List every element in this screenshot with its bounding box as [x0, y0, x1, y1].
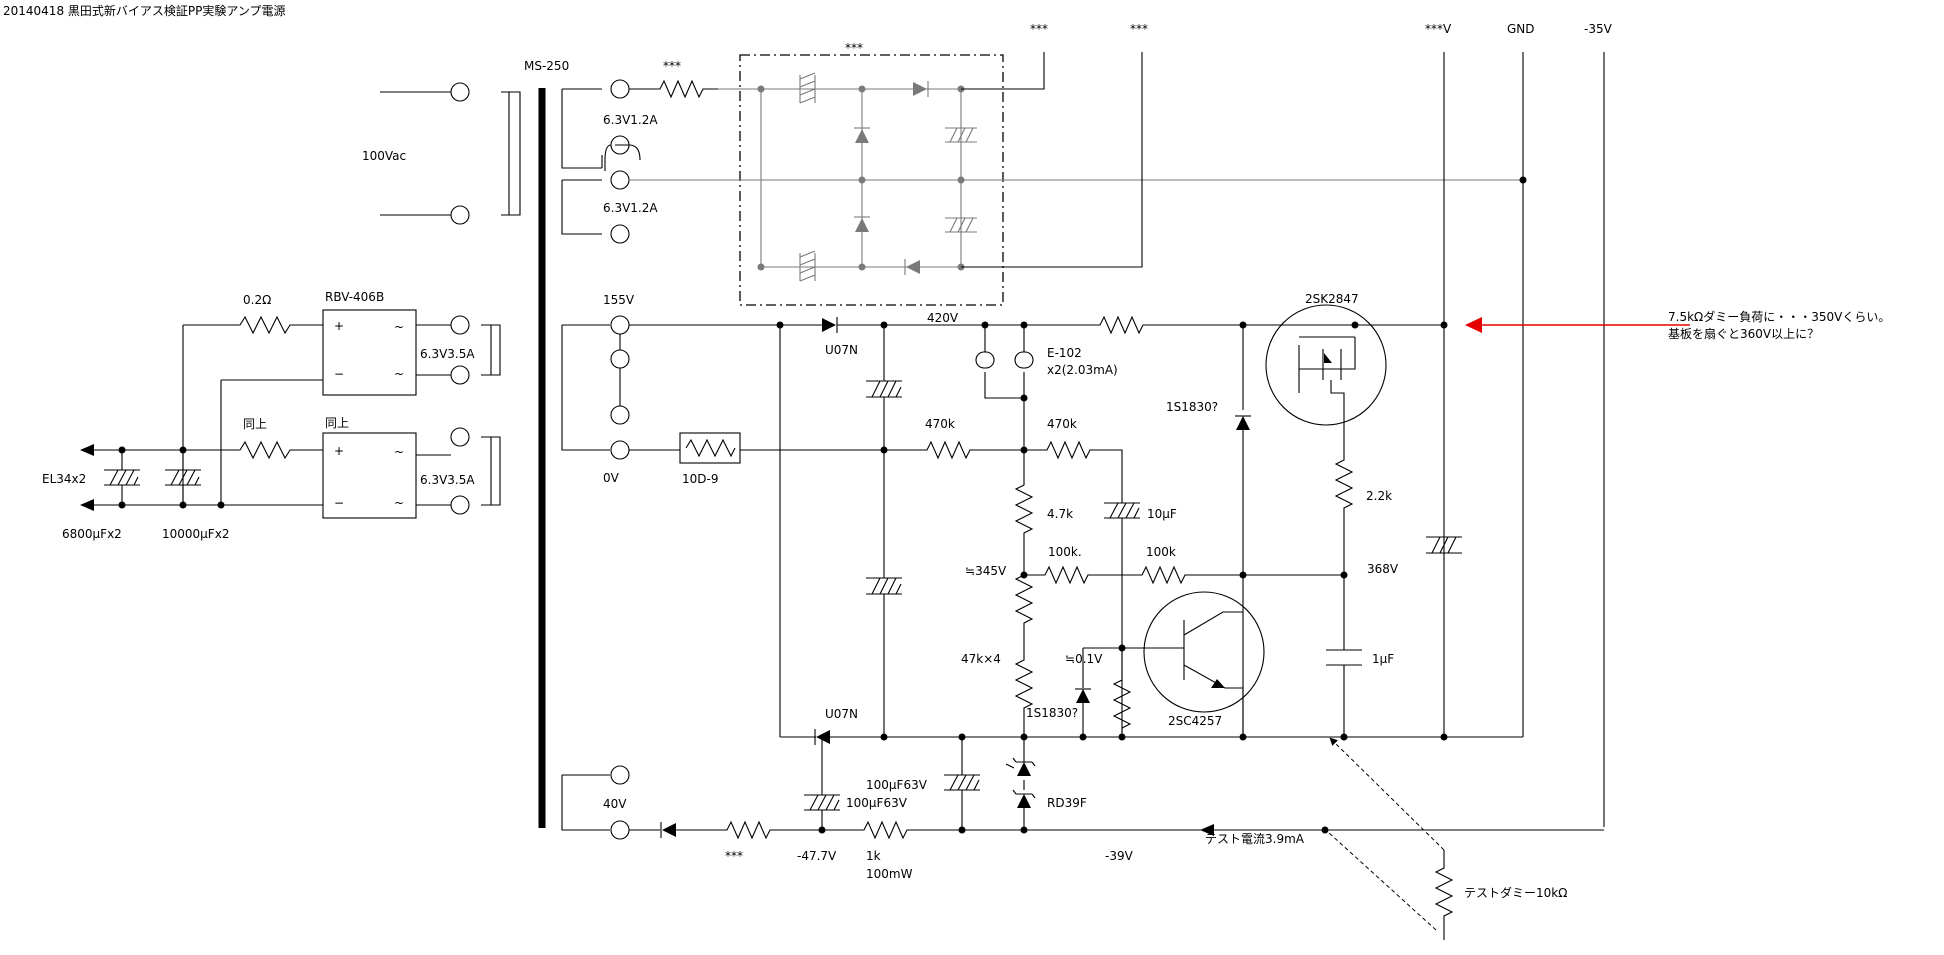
heater3-label: 6.3V3.5A — [420, 347, 475, 361]
v39-label: -39V — [1105, 849, 1134, 863]
heater4-label: 6.3V3.5A — [420, 473, 475, 487]
u07n-top-label: U07N — [825, 343, 858, 357]
svg-text:~: ~ — [394, 496, 404, 510]
svg-text:~: ~ — [394, 320, 404, 334]
c1u-label: 1μF — [1372, 652, 1394, 666]
same-r-label: 同上 — [243, 417, 267, 431]
bridge-rectifier: *** *** — [629, 41, 1523, 306]
rail-top2-label: *** — [1130, 22, 1148, 36]
e102-label: E-102 — [1047, 346, 1082, 360]
d1s1830b-label: 1S1830? — [1026, 706, 1078, 720]
capacitor-6800 — [104, 450, 140, 505]
c10u-label: 10μF — [1147, 507, 1177, 521]
q1-label: 2SK2847 — [1305, 292, 1359, 306]
r470a-label: 470k — [925, 417, 955, 431]
r4k7-label: 4.7k — [1047, 507, 1073, 521]
test-i-label: テスト電流3.9mA — [1205, 832, 1305, 846]
rd39f-label: RD39F — [1047, 796, 1087, 810]
r1k-w-label: 100mW — [866, 867, 913, 881]
transformer-label: MS-250 — [524, 59, 569, 73]
r470b-label: 470k — [1047, 417, 1077, 431]
v01-label: ≒0.1V — [1065, 652, 1103, 666]
el34-label: EL34x2 — [42, 472, 86, 486]
th10d9-label: 10D-9 — [682, 472, 718, 486]
bias-tap-label: 40V — [603, 797, 627, 811]
c100a-label: 100μF63V — [866, 778, 928, 792]
rbv-label: RBV-406B — [325, 290, 384, 304]
e102-mult-label: x2(2.03mA) — [1047, 363, 1118, 377]
svg-text:~: ~ — [394, 445, 404, 459]
c100b-label: 100μF63V — [846, 796, 908, 810]
heater1-label: 6.3V1.2A — [603, 113, 658, 127]
rail-top1-label: *** — [1030, 22, 1048, 36]
same-bridge-label: 同上 — [325, 416, 349, 430]
svg-text:−: − — [334, 367, 344, 381]
heater-supply: RBV-406B 同上 + − ~ ~ + − ~ ~ 0.2Ω 同上 EL34x2 6… — [42, 290, 451, 541]
b-tap-label: 155V — [603, 293, 635, 307]
b-plus-regulator: 420V U07N E-102 x2(2.03mA) 10D-9 470k 47… — [629, 292, 1523, 745]
r-top-label: *** — [663, 59, 681, 73]
r22k-label: 2.2k — [1366, 489, 1392, 503]
d1s1830a-label: 1S1830? — [1166, 400, 1218, 414]
heater2-label: 6.3V1.2A — [603, 201, 658, 215]
capacitor-10000 — [165, 450, 201, 505]
v477-label: -47.7V — [797, 849, 837, 863]
rails: *** *** ***V GND -35V — [1030, 22, 1613, 827]
v420-label: 420V — [927, 311, 959, 325]
svg-text:+: + — [334, 319, 344, 333]
c6800-label: 6800μFx2 — [62, 527, 122, 541]
r100ka-label: 100k. — [1048, 545, 1082, 559]
r-bias-label: *** — [725, 849, 743, 863]
ac-input-label: 100Vac — [362, 149, 406, 163]
rail-gnd-label: GND — [1507, 22, 1535, 36]
test-r-label: テストダミー10kΩ — [1464, 885, 1567, 900]
r47k-label: 47k×4 — [961, 652, 1001, 666]
bias-supply: *** -47.7V 1k 100mW -39V 100μF63V 100μF6… — [629, 737, 1604, 940]
b-zero-label: 0V — [603, 471, 620, 485]
power-transformer: MS-250 100Vac 6.3V1.2A 6.3V1.2A 155V 0V … — [362, 59, 658, 840]
r02-label: 0.2Ω — [243, 293, 271, 307]
note-annotation: 7.5kΩダミー負荷に・・・350Vくらい。 基板を扇ぐと360V以上に？ — [1465, 309, 1890, 341]
r1k-label: 1k — [866, 849, 881, 863]
rail-neg-label: -35V — [1584, 22, 1613, 36]
rail-vout-label: ***V — [1425, 22, 1452, 36]
svg-text:−: − — [334, 496, 344, 510]
v345-label: ≒345V — [965, 564, 1007, 578]
note-line2: 基板を扇ぐと360V以上に？ — [1668, 326, 1819, 341]
svg-text:~: ~ — [394, 367, 404, 381]
q2-label: 2SC4257 — [1168, 714, 1222, 728]
bridge-label: *** — [845, 41, 863, 55]
diagram-title: 20140418 黒田式新バイアス検証PP実験アンプ電源 — [3, 3, 286, 18]
svg-text:+: + — [334, 444, 344, 458]
c10000-label: 10000μFx2 — [162, 527, 229, 541]
note-line1: 7.5kΩダミー負荷に・・・350Vくらい。 — [1668, 309, 1890, 324]
r100kb-label: 100k — [1146, 545, 1176, 559]
u07n-bot-label: U07N — [825, 707, 858, 721]
v368-label: 368V — [1367, 562, 1399, 576]
